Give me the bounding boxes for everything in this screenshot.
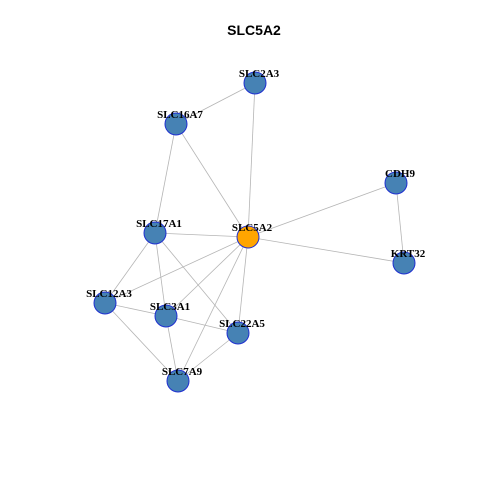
edge-layer <box>104 82 405 382</box>
node-layer <box>93 71 416 393</box>
node-label-slc16a7: SLC16A7 <box>157 109 203 121</box>
edge-slc3a1-slc22a5 <box>165 315 239 334</box>
edge-slc2a3-slc5a2 <box>247 82 256 238</box>
node-slc17a1 <box>143 221 167 245</box>
node-krt32 <box>392 251 416 275</box>
node-label-cdh9: CDH9 <box>385 168 415 180</box>
edge-slc5a2-slc3a1 <box>165 236 249 317</box>
edge-slc16a7-slc5a2 <box>175 123 249 238</box>
node-slc12a3 <box>93 291 117 315</box>
edge-slc22a5-slc7a9 <box>177 332 239 382</box>
node-label-slc22a5: SLC22A5 <box>219 318 265 330</box>
node-label-slc7a9: SLC7A9 <box>162 366 203 378</box>
node-label-slc17a1: SLC17A1 <box>136 218 182 230</box>
edge-slc5a2-slc22a5 <box>237 236 249 334</box>
node-label-slc2a3: SLC2A3 <box>239 68 280 80</box>
edge-slc17a1-slc12a3 <box>104 232 156 304</box>
node-label-slc5a2: SLC5A2 <box>232 222 273 234</box>
edge-slc17a1-slc3a1 <box>154 232 167 317</box>
edge-slc12a3-slc7a9 <box>104 302 179 382</box>
edge-slc5a2-krt32 <box>247 236 405 264</box>
node-slc22a5 <box>226 321 250 345</box>
edge-slc17a1-slc22a5 <box>154 232 239 334</box>
edge-cdh9-slc5a2 <box>247 182 397 238</box>
edge-slc5a2-slc7a9 <box>177 236 249 382</box>
edge-slc17a1-slc5a2 <box>154 232 249 238</box>
node-slc16a7 <box>164 112 188 136</box>
edge-slc2a3-slc16a7 <box>175 82 256 125</box>
node-label-slc3a1: SLC3A1 <box>150 301 190 313</box>
edge-slc16a7-slc17a1 <box>154 123 177 234</box>
node-label-krt32: KRT32 <box>391 248 426 260</box>
edge-slc5a2-slc12a3 <box>104 236 249 304</box>
edge-cdh9-krt32 <box>395 182 405 264</box>
node-slc5a2 <box>236 225 260 249</box>
node-slc3a1 <box>154 304 178 328</box>
node-slc2a3 <box>243 71 267 95</box>
node-label-slc12a3: SLC12A3 <box>86 288 132 300</box>
diagram-title: SLC5A2 <box>227 22 281 38</box>
node-cdh9 <box>384 171 408 195</box>
node-slc7a9 <box>166 369 190 393</box>
